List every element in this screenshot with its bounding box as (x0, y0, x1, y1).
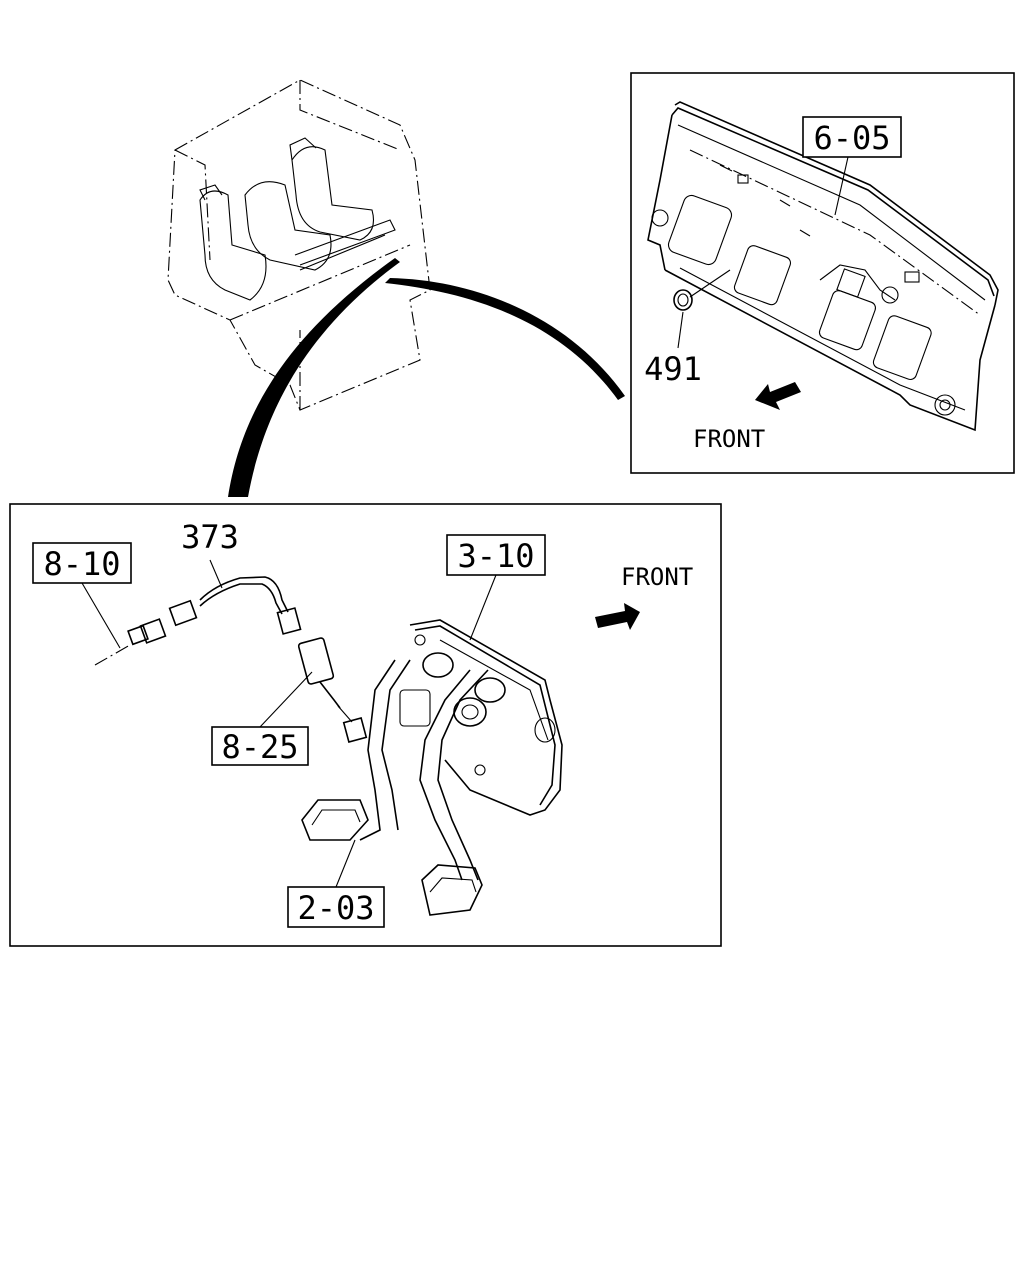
front-arrow-bottom (595, 603, 640, 630)
callout-6-05: 6-05 (813, 119, 890, 157)
pedal-assembly-illustration (94, 576, 563, 916)
leader-491 (677, 311, 684, 349)
leader-2-03 (335, 839, 356, 888)
leader-8-10 (81, 582, 121, 649)
callout-491: 491 (644, 350, 702, 388)
front-label-bottom: FRONT (621, 563, 693, 591)
callout-box-8-10 (32, 542, 132, 584)
callout-box-3-10 (446, 534, 546, 576)
pedal-assembly-detail-frame (9, 503, 722, 947)
leader-373 (209, 559, 223, 589)
callout-8-10: 8-10 (43, 545, 120, 583)
leader-swoosh-to-pedal-panel (228, 258, 400, 497)
front-label-top: FRONT (693, 425, 765, 453)
leader-8-25 (259, 671, 313, 728)
callout-box-6-05 (802, 116, 902, 158)
callout-8-25: 8-25 (221, 728, 298, 766)
dash-panel-illustration (647, 101, 999, 432)
dash-panel-detail-frame (630, 72, 1015, 474)
leader-3-10 (469, 574, 497, 641)
front-arrow-top (755, 382, 801, 410)
callout-box-2-03 (287, 886, 385, 928)
leader-swoosh-to-dash-panel (385, 278, 625, 400)
callout-3-10: 3-10 (457, 537, 534, 575)
callout-373: 373 (181, 518, 239, 556)
leader-6-05 (834, 156, 849, 216)
callout-2-03: 2-03 (297, 889, 374, 927)
